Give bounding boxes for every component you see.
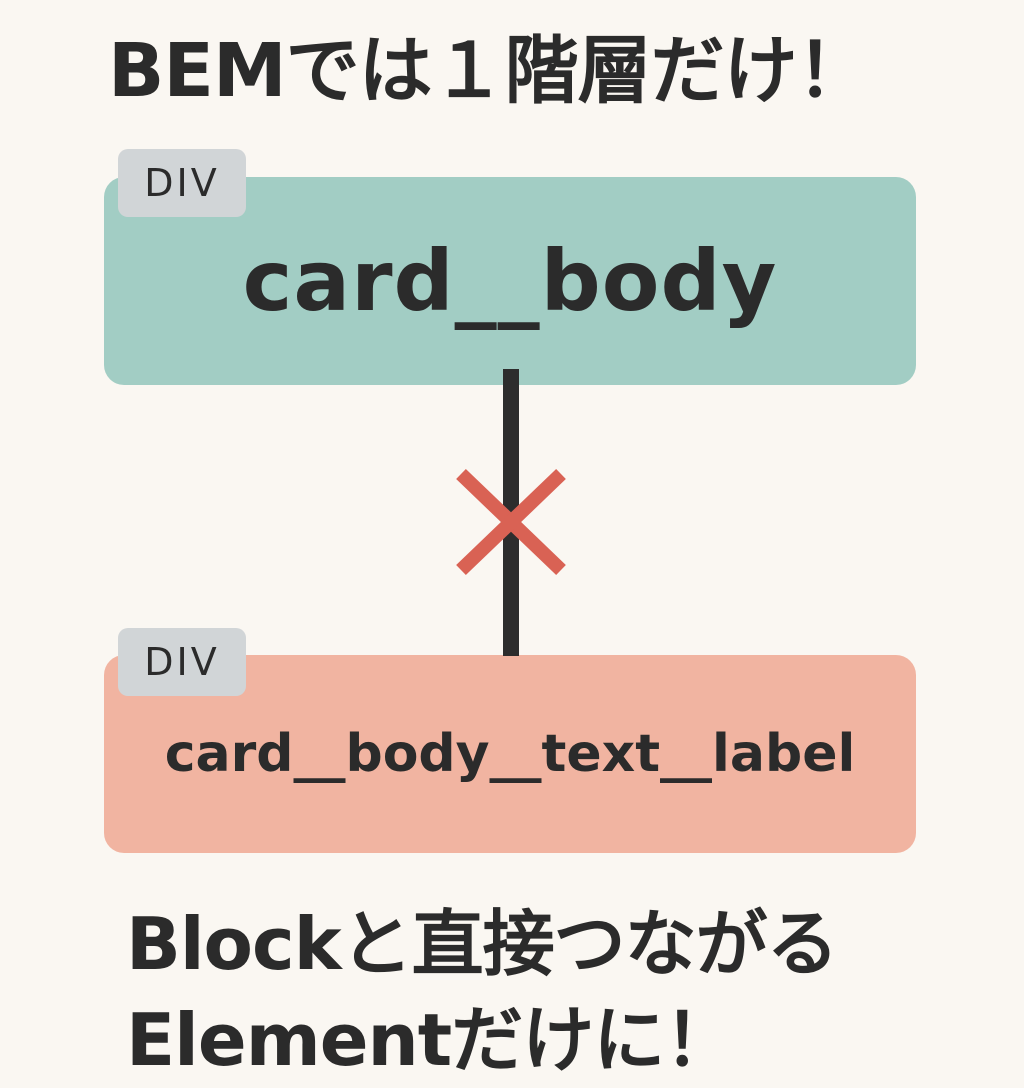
parent-element-label: card__body xyxy=(242,232,778,330)
page-title: BEMでは１階層だけ！ xyxy=(108,28,871,114)
caption-line-1: Blockと直接つながる xyxy=(126,902,839,986)
parent-tag-badge: DIV xyxy=(118,149,246,217)
child-element-label: card__body__text__label xyxy=(164,724,856,784)
child-tag-badge: DIV xyxy=(118,628,246,696)
caption: Blockと直接つながる Elementだけに！ xyxy=(126,896,839,1088)
cross-icon xyxy=(456,468,566,576)
caption-line-2: Elementだけに！ xyxy=(126,998,736,1082)
parent-element-box: card__body xyxy=(104,177,916,385)
